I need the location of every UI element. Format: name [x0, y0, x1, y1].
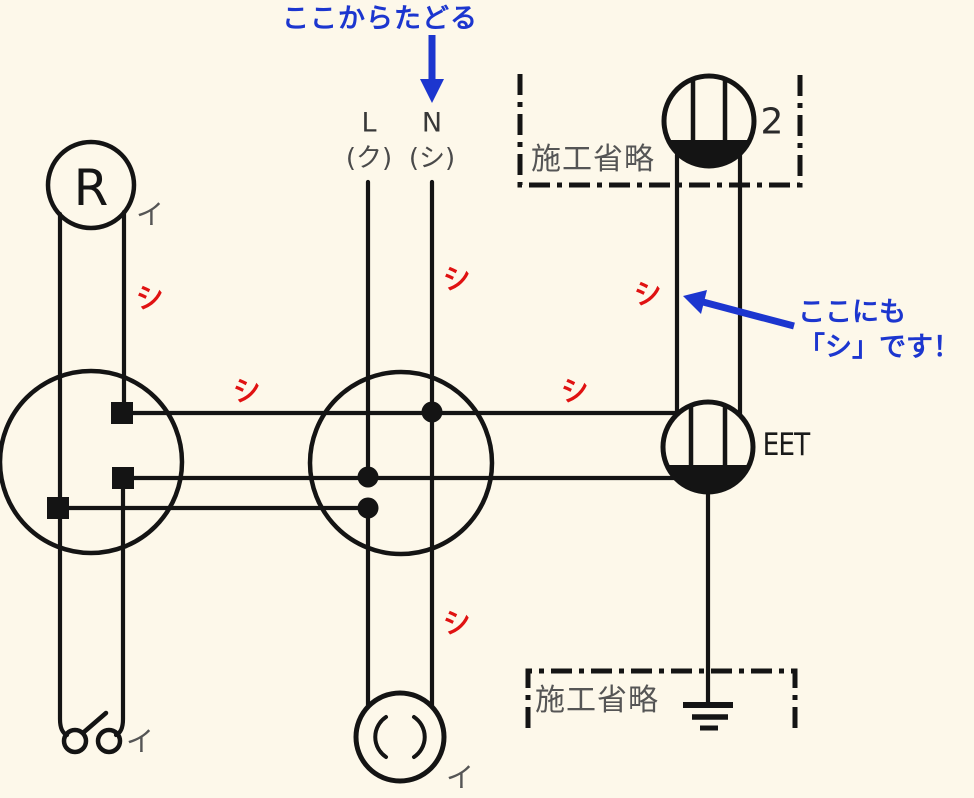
callout-arrow-head: [683, 290, 707, 314]
shi-wire-mark-6: シ: [441, 604, 474, 641]
callout-note: ここにも 「シ」です！: [798, 295, 960, 365]
outlet-top-symbol: [661, 73, 757, 169]
omitted-box-top: [517, 74, 803, 188]
switch-symbol: [61, 710, 123, 755]
terminal-n-kana: (シ): [408, 143, 456, 174]
receptacle-circuit-mark: イ: [135, 198, 165, 231]
junction-box-left: [0, 368, 185, 556]
trace-arrow-head: [420, 79, 444, 103]
shi-wire-mark-1: シ: [134, 279, 167, 316]
outlet-eet-blades: [688, 405, 728, 466]
junction-box-center: [307, 369, 495, 557]
ground-symbol: [683, 702, 733, 731]
outlet-top-blades: [690, 79, 728, 142]
lamp-circle: [353, 690, 447, 784]
shi-wire-mark-3: シ: [632, 275, 665, 312]
lamp-paren-left: [373, 715, 388, 759]
wires: [57, 152, 743, 738]
outlet-eet-circle: [660, 399, 756, 495]
shi-wire-mark-2: シ: [441, 260, 474, 297]
wire-receptacle-left: [57, 211, 70, 738]
switch-contact-right: [95, 727, 123, 755]
outlet-eet-wall-fill: [666, 465, 750, 492]
construction-omitted-bottom-label: 施工省略: [535, 683, 659, 718]
receptacle-letter: R: [73, 159, 109, 217]
callout-line2: 「シ」です！: [798, 332, 960, 363]
callout-arrow-shaft: [702, 298, 795, 330]
callout-line1: ここにも: [798, 297, 906, 328]
annotation-arrows: [420, 35, 795, 330]
lamp-symbol: [353, 690, 447, 784]
shi-wire-mark-4: シ: [231, 372, 264, 409]
outlet-count-label: 2: [760, 101, 784, 143]
outlet-top-wall-fill: [668, 140, 750, 166]
eet-label: EET: [762, 427, 811, 463]
shi-wire-mark-5: シ: [559, 372, 592, 409]
terminal-l-label: L: [361, 107, 377, 139]
junction-dot-live: [357, 466, 379, 488]
switch-circuit-mark: イ: [125, 725, 155, 758]
terminal-l-kana: (ク): [345, 143, 393, 174]
receptacle-symbol: [45, 139, 137, 231]
terminal-squares: [47, 402, 134, 519]
outlet-top-circle: [661, 73, 757, 169]
switch-lever: [81, 710, 109, 735]
junction-dot-return: [357, 497, 379, 519]
wire-switch-right: [113, 486, 126, 738]
outlet-eet-symbol: [660, 399, 756, 495]
omitted-box-bottom: [525, 668, 798, 728]
switch-contact-left: [61, 727, 89, 755]
terminal-n-label: N: [421, 107, 443, 139]
construction-omitted-top-label: 施工省略: [531, 142, 655, 177]
terminal-square-neutral: [111, 402, 133, 424]
terminal-square-live: [112, 467, 134, 489]
lamp-circuit-mark: イ: [445, 761, 475, 794]
lamp-paren-right: [412, 715, 427, 759]
junction-dot-neutral: [421, 401, 443, 423]
trace-from-here-note: ここからたどる: [282, 3, 478, 35]
terminal-square-return: [47, 497, 69, 519]
junction-dots: [357, 401, 443, 519]
